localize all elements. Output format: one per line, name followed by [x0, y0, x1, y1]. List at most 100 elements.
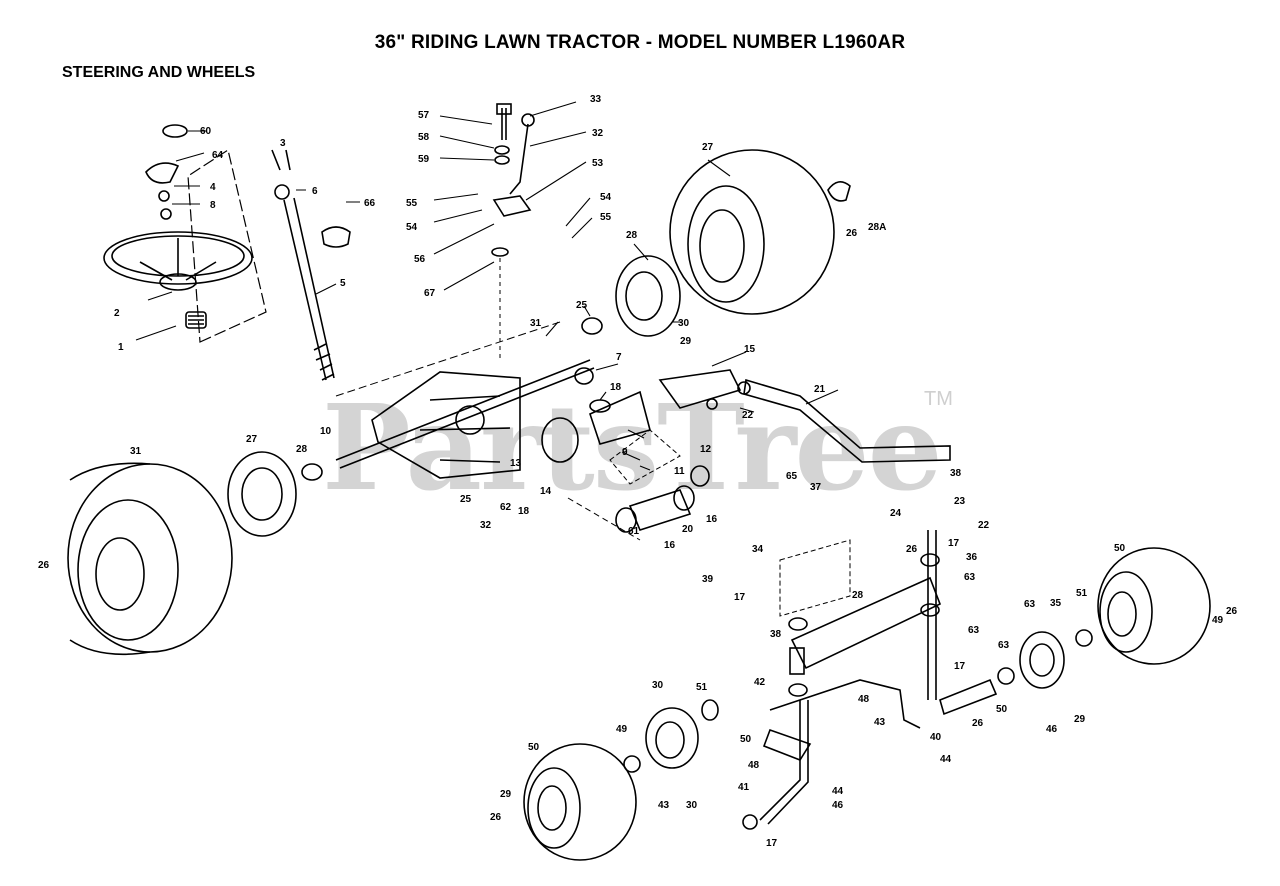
callout-29[interactable]: 29 — [500, 789, 512, 800]
callout-27[interactable]: 27 — [702, 142, 714, 153]
callout-41[interactable]: 41 — [738, 782, 750, 793]
shift-lever[interactable] — [491, 103, 535, 360]
callout-50[interactable]: 50 — [740, 734, 752, 745]
callout-16[interactable]: 16 — [664, 540, 676, 551]
callout-44[interactable]: 44 — [832, 786, 844, 797]
callout-49[interactable]: 49 — [616, 724, 628, 735]
callout-29[interactable]: 29 — [680, 336, 692, 347]
callout-66[interactable]: 66 — [364, 198, 376, 209]
steering-wheel[interactable] — [103, 231, 253, 291]
callout-22[interactable]: 22 — [978, 520, 990, 531]
steering-cap[interactable] — [145, 124, 188, 220]
callout-51[interactable]: 51 — [696, 682, 708, 693]
callout-46[interactable]: 46 — [832, 800, 844, 811]
callout-58[interactable]: 58 — [418, 132, 430, 143]
callout-53[interactable]: 53 — [592, 158, 604, 169]
callout-31[interactable]: 31 — [130, 446, 142, 457]
rear-rim-left[interactable] — [227, 451, 323, 537]
callout-43[interactable]: 43 — [658, 800, 670, 811]
callout-36[interactable]: 36 — [966, 552, 978, 563]
callout-63[interactable]: 63 — [998, 640, 1010, 651]
front-rim-right[interactable] — [997, 629, 1093, 689]
callout-49[interactable]: 49 — [1212, 615, 1224, 626]
front-axle[interactable] — [769, 530, 998, 729]
axle-spacers[interactable] — [567, 465, 710, 541]
callout-24[interactable]: 24 — [890, 508, 902, 519]
callout-26[interactable]: 26 — [38, 560, 50, 571]
callout-3[interactable]: 3 — [280, 138, 286, 149]
callout-26[interactable]: 26 — [490, 812, 502, 823]
callout-38[interactable]: 38 — [950, 468, 962, 479]
callout-21[interactable]: 21 — [814, 384, 826, 395]
callout-55[interactable]: 55 — [406, 198, 418, 209]
transaxle[interactable] — [335, 321, 595, 479]
callout-37[interactable]: 37 — [810, 482, 822, 493]
callout-17[interactable]: 17 — [734, 592, 746, 603]
spindle-left[interactable] — [742, 700, 812, 830]
callout-8[interactable]: 8 — [210, 200, 216, 211]
callout-55[interactable]: 55 — [600, 212, 612, 223]
callout-17[interactable]: 17 — [948, 538, 960, 549]
callout-17[interactable]: 17 — [954, 661, 966, 672]
callout-63[interactable]: 63 — [968, 625, 980, 636]
callout-23[interactable]: 23 — [954, 496, 966, 507]
callout-28[interactable]: 28 — [626, 230, 638, 241]
front-rim-left[interactable] — [623, 699, 719, 773]
callout-54[interactable]: 54 — [406, 222, 418, 233]
callout-25[interactable]: 25 — [576, 300, 588, 311]
callout-12[interactable]: 12 — [700, 444, 712, 455]
callout-28A[interactable]: 28A — [868, 222, 886, 233]
callout-33[interactable]: 33 — [590, 94, 602, 105]
callout-46[interactable]: 46 — [1046, 724, 1058, 735]
callout-30[interactable]: 30 — [652, 680, 664, 691]
callout-18[interactable]: 18 — [518, 506, 530, 517]
callout-57[interactable]: 57 — [418, 110, 430, 121]
callout-26[interactable]: 26 — [1226, 606, 1238, 617]
callout-2[interactable]: 2 — [114, 308, 120, 319]
callout-25[interactable]: 25 — [460, 494, 472, 505]
callout-26[interactable]: 26 — [972, 718, 984, 729]
callout-1[interactable]: 1 — [118, 342, 124, 353]
callout-26[interactable]: 26 — [846, 228, 858, 239]
callout-61[interactable]: 61 — [628, 526, 640, 537]
callout-56[interactable]: 56 — [414, 254, 426, 265]
callout-10[interactable]: 10 — [320, 426, 332, 437]
callout-5[interactable]: 5 — [340, 278, 346, 289]
callout-32[interactable]: 32 — [592, 128, 604, 139]
rear-wheel-left[interactable] — [67, 462, 233, 656]
callout-40[interactable]: 40 — [930, 732, 942, 743]
callout-50[interactable]: 50 — [996, 704, 1008, 715]
callout-50[interactable]: 50 — [528, 742, 540, 753]
callout-18[interactable]: 18 — [610, 382, 622, 393]
callout-30[interactable]: 30 — [678, 318, 690, 329]
callout-65[interactable]: 65 — [786, 471, 798, 482]
steering-shaft[interactable] — [271, 149, 335, 381]
callout-43[interactable]: 43 — [874, 717, 886, 728]
callout-60[interactable]: 60 — [200, 126, 212, 137]
callout-59[interactable]: 59 — [418, 154, 430, 165]
callout-35[interactable]: 35 — [1050, 598, 1062, 609]
callout-22[interactable]: 22 — [742, 410, 754, 421]
callout-27[interactable]: 27 — [246, 434, 258, 445]
callout-13[interactable]: 13 — [510, 458, 522, 469]
callout-11[interactable]: 11 — [674, 466, 685, 477]
callout-7[interactable]: 7 — [616, 352, 622, 363]
callout-48[interactable]: 48 — [858, 694, 870, 705]
callout-9[interactable]: 9 — [622, 447, 628, 458]
callout-16[interactable]: 16 — [706, 514, 718, 525]
callout-64[interactable]: 64 — [212, 150, 224, 161]
callout-42[interactable]: 42 — [754, 677, 766, 688]
steering-gear[interactable] — [185, 311, 207, 329]
callout-28[interactable]: 28 — [296, 444, 308, 455]
callout-4[interactable]: 4 — [210, 182, 216, 193]
callout-62[interactable]: 62 — [500, 502, 512, 513]
rear-wheel-right[interactable] — [669, 149, 835, 315]
callout-26[interactable]: 26 — [906, 544, 918, 555]
callout-34[interactable]: 34 — [752, 544, 764, 555]
brake-assembly[interactable] — [541, 367, 742, 485]
callout-67[interactable]: 67 — [424, 288, 436, 299]
callout-15[interactable]: 15 — [744, 344, 756, 355]
callout-17[interactable]: 17 — [766, 838, 778, 849]
callout-50[interactable]: 50 — [1114, 543, 1126, 554]
callout-20[interactable]: 20 — [682, 524, 694, 535]
